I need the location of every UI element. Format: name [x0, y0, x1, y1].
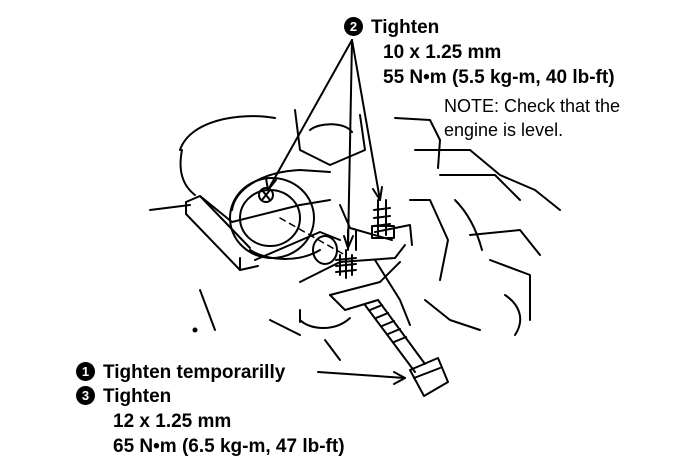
center-bracket — [254, 204, 413, 329]
bottom-callout-step3: 3 Tighten — [76, 385, 171, 408]
step-1-badge-icon: 1 — [76, 362, 95, 381]
top-callout-note-line1: NOTE: Check that the — [444, 96, 621, 116]
dot-mark — [192, 327, 198, 333]
stud-nut-2 — [371, 199, 395, 239]
step1-text: Tighten temporarilly — [103, 362, 286, 383]
stud-nut-1 — [335, 249, 357, 279]
engine-block-outline — [149, 109, 561, 361]
top-callout-leaders — [265, 39, 383, 249]
mount-bracket-plate — [185, 195, 331, 271]
rubber-mount — [229, 169, 331, 260]
bottom-callout-leader — [317, 371, 406, 385]
step-3-badge-icon: 3 — [76, 386, 95, 405]
bottom-callout-step1: 1 Tighten temporarilly — [76, 361, 285, 384]
step3-title: Tighten — [103, 386, 172, 407]
top-callout-torque: 55 N•m (5.5 kg-m, 40 lb-ft) — [383, 67, 615, 88]
center-line — [279, 217, 346, 256]
top-callout-bolt-size: 10 x 1.25 mm — [383, 42, 502, 63]
bottom-callout-bolt-size: 12 x 1.25 mm — [113, 411, 232, 432]
top-callout: 2 Tighten — [344, 16, 439, 39]
top-callout-title: Tighten — [371, 17, 440, 38]
through-bolt — [364, 299, 449, 397]
top-callout-note-line2: engine is level. — [444, 120, 564, 140]
bottom-callout-torque: 65 N•m (6.5 kg-m, 47 lb-ft) — [113, 436, 345, 457]
top-callout-title-row: 2 Tighten — [344, 16, 439, 39]
step-2-badge-icon: 2 — [344, 17, 363, 36]
